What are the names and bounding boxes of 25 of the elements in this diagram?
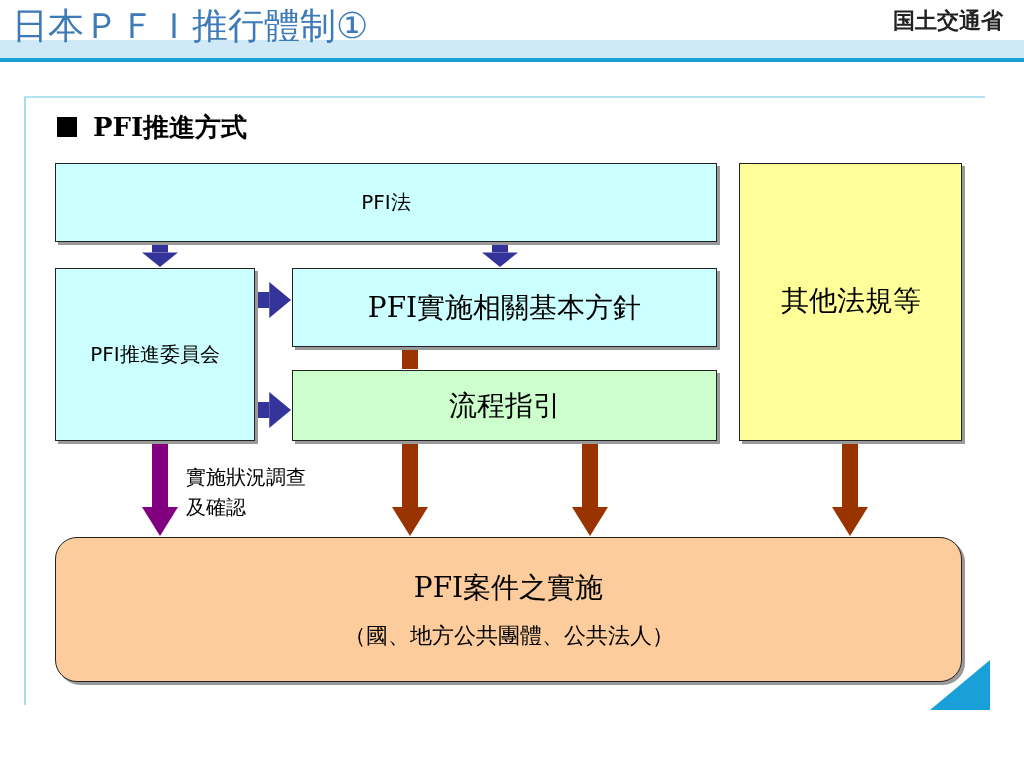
arrow <box>142 243 178 267</box>
implementation-box <box>55 537 962 682</box>
subheading: （國、地方公共團體、公共法人） <box>343 621 674 650</box>
box-label: PFI案件之實施 <box>413 569 604 606</box>
box-label: PFI實施相關基本方針 <box>367 289 642 326</box>
organization-name: 国土交通省 <box>893 7 1003 35</box>
box-label: PFI推進委員会 <box>90 341 220 368</box>
arrow <box>142 442 178 536</box>
arrow <box>572 442 608 536</box>
title: 日本ＰＦＩ推行體制① <box>12 4 369 48</box>
guideline-box <box>292 370 717 441</box>
arrow <box>256 392 291 428</box>
edge-label: 實施狀況調查及確認 <box>186 464 307 521</box>
arrow <box>482 243 518 267</box>
box-label: PFI法 <box>361 189 411 216</box>
regulations-box <box>739 163 962 441</box>
arrow <box>256 282 291 318</box>
arrow <box>832 442 868 536</box>
box-label: 其他法規等 <box>780 283 921 319</box>
box-label: 流程指引 <box>448 387 561 424</box>
section-heading: PFI推進方式 <box>93 111 248 144</box>
law-box <box>55 163 717 242</box>
committee-box <box>55 268 255 441</box>
arrow <box>392 442 428 536</box>
policy-box <box>292 268 717 347</box>
